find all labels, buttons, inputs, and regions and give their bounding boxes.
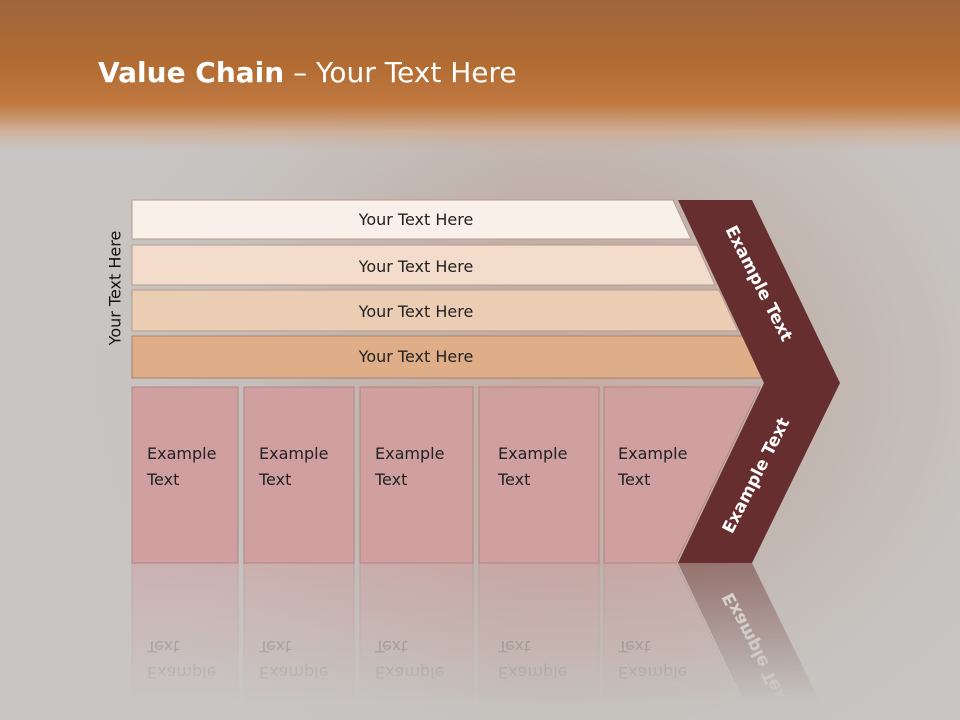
bar-4-label: Your Text Here [358,347,474,366]
box-4-line2: Text [497,470,530,489]
box-2 [243,386,355,564]
bar-1 [131,199,692,240]
bar-3-label: Your Text Here [358,302,474,321]
bars-group: Your Text Here Your Text Here Your Text … [131,199,763,379]
box-3 [359,386,474,564]
header-band [0,0,960,150]
box-4-line1: Example [498,444,567,463]
slide-title: Value Chain – Your Text Here [98,56,517,89]
bar-2-label: Your Text Here [358,257,474,276]
box-1 [131,386,239,564]
svg-text:Text: Text [146,637,179,656]
box-3-line1: Example [375,444,444,463]
chevron-arrow [678,200,840,563]
title-rest: – Your Text Here [284,56,517,89]
svg-text:Example: Example [498,663,567,682]
svg-text:Example: Example [259,663,328,682]
svg-text:Text: Text [374,637,407,656]
box-3-line2: Text [374,470,407,489]
box-1-line2: Text [146,470,179,489]
box-2-line1: Example [259,444,328,463]
boxes-group: Example Text Example Text Example Text E… [131,386,761,564]
svg-text:Text: Text [258,637,291,656]
bar-2 [131,244,716,286]
reflection: Example Text Example Text Example Text E… [131,562,829,720]
box-5-line2: Text [617,470,650,489]
bar-1-label: Your Text Here [358,210,474,229]
svg-text:Example: Example [147,663,216,682]
box-5-line1: Example [618,444,687,463]
box-4 [478,386,600,564]
box-2-line2: Text [258,470,291,489]
box-1-line1: Example [147,444,216,463]
svg-text:Example: Example [618,663,687,682]
bar-3 [131,289,739,332]
svg-text:Text: Text [497,637,530,656]
title-bold: Value Chain [98,56,285,89]
svg-text:Text: Text [617,637,650,656]
svg-text:Example: Example [375,663,444,682]
